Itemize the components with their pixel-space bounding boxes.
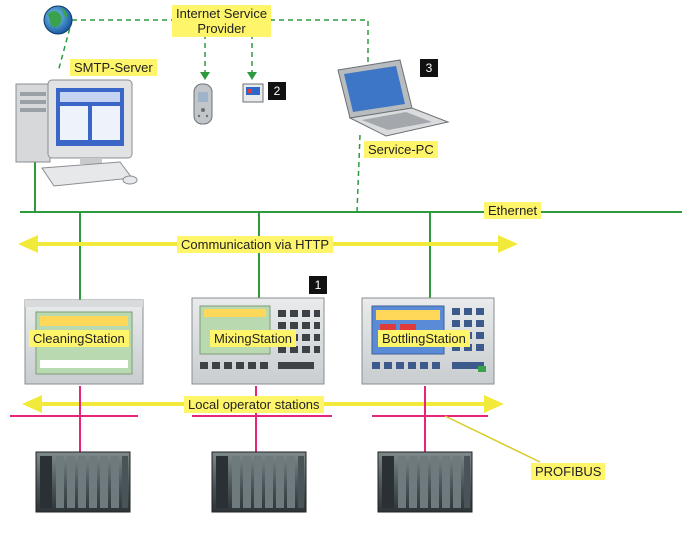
communication-label: Communication via HTTP (177, 236, 334, 253)
bottling-station-label: BottlingStation (378, 330, 470, 347)
arrow-to-pda (247, 72, 257, 80)
marker-1: 1 (309, 276, 327, 294)
isp-label-line1: Internet Service (176, 6, 268, 21)
pda-icon (242, 83, 264, 103)
plc-rack-icon (377, 451, 473, 513)
ethernet-label: Ethernet (484, 202, 542, 219)
smtp-server-computer-icon (15, 79, 138, 187)
profibus-leader (444, 415, 541, 463)
arrow-to-phone (200, 72, 210, 80)
cleaning-station-label: CleaningStation (29, 330, 129, 347)
mobile-phone-icon (193, 83, 213, 125)
marker-2: 2 (268, 82, 286, 100)
isp-label-line2: Provider (197, 21, 246, 36)
marker-3: 3 (420, 59, 438, 77)
globe-icon (43, 5, 73, 35)
profibus-label: PROFIBUS (531, 463, 606, 480)
smtp-server-label: SMTP-Server (70, 59, 157, 76)
service-pc-laptop-icon (337, 59, 450, 137)
ethernet-bus (20, 160, 682, 300)
isp-label: Internet Service Provider (172, 5, 272, 37)
local-operator-label: Local operator stations (184, 396, 324, 413)
internet-links (57, 19, 369, 213)
plc-rack-icon (211, 451, 307, 513)
plc-rack-icon (35, 451, 131, 513)
mixing-station-label: MixingStation (210, 330, 297, 347)
service-pc-label: Service-PC (364, 141, 438, 158)
profibus-lines (10, 386, 488, 452)
